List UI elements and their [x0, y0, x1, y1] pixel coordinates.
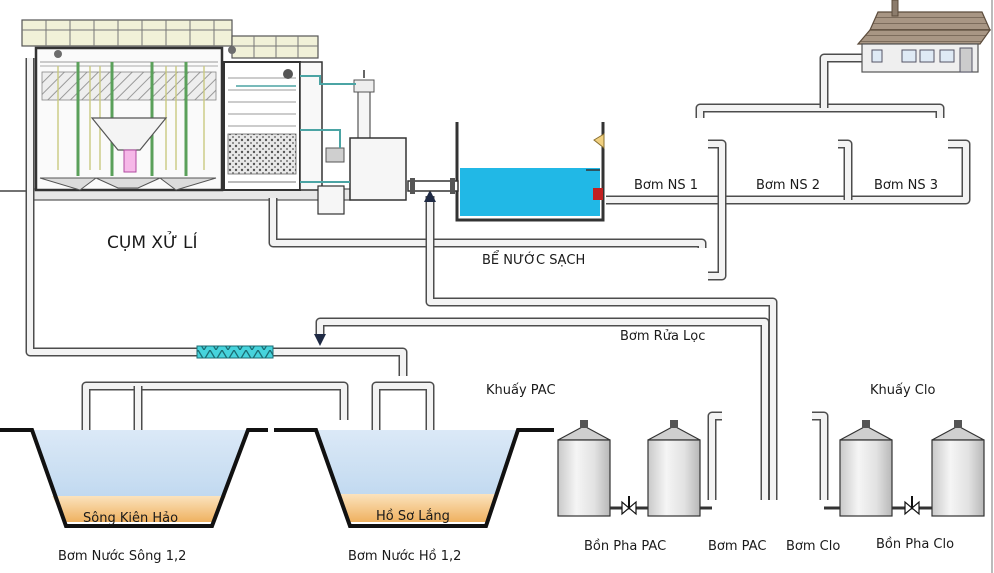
house-icon [856, 0, 992, 73]
settling-lake [274, 428, 554, 528]
chlorine-tanks [824, 420, 985, 517]
chlorine-pump-label: Bơm Clo [786, 539, 840, 554]
flow-arrow-up-icon [424, 190, 436, 202]
pump-ns1-label: Bơm NS 1 [634, 178, 698, 193]
clean-water-tank-label: BỂ NƯỚC SẠCH [482, 251, 585, 268]
settling-lake-label: Hồ Sơ Lắng [376, 509, 450, 524]
pac-pump-label: Bơm PAC [708, 539, 766, 554]
river-label: Sông Kiên Hảo [83, 511, 178, 526]
pump-ns2-label: Bơm NS 2 [756, 178, 820, 193]
river-pond [0, 428, 268, 528]
backwash-pump-label: Bơm Rửa Lọc [620, 329, 705, 344]
lake-pump-label: Bơm Nước Hồ 1,2 [348, 549, 461, 564]
river-pump-label: Bơm Nước Sông 1,2 [58, 549, 186, 564]
flow-meter [196, 345, 274, 359]
pipe-network [25, 53, 971, 500]
clean-water-tank [407, 122, 605, 222]
walkway-railing [21, 19, 319, 59]
treatment-cluster-label: CỤM XỬ LÍ [107, 230, 198, 253]
level-indicator-icon [593, 133, 605, 150]
pump-ns3-label: Bơm NS 3 [874, 178, 938, 193]
flow-arrow-down-icon [314, 334, 326, 346]
chlorine-tank-label: Bồn Pha Clo [876, 537, 954, 552]
treatment-cluster [0, 19, 407, 215]
pac-mixer-label: Khuấy PAC [486, 383, 556, 398]
pac-tanks [557, 420, 712, 517]
pac-tank-label: Bồn Pha PAC [584, 539, 666, 554]
chlorine-mixer-label: Khuấy Clo [870, 383, 935, 398]
